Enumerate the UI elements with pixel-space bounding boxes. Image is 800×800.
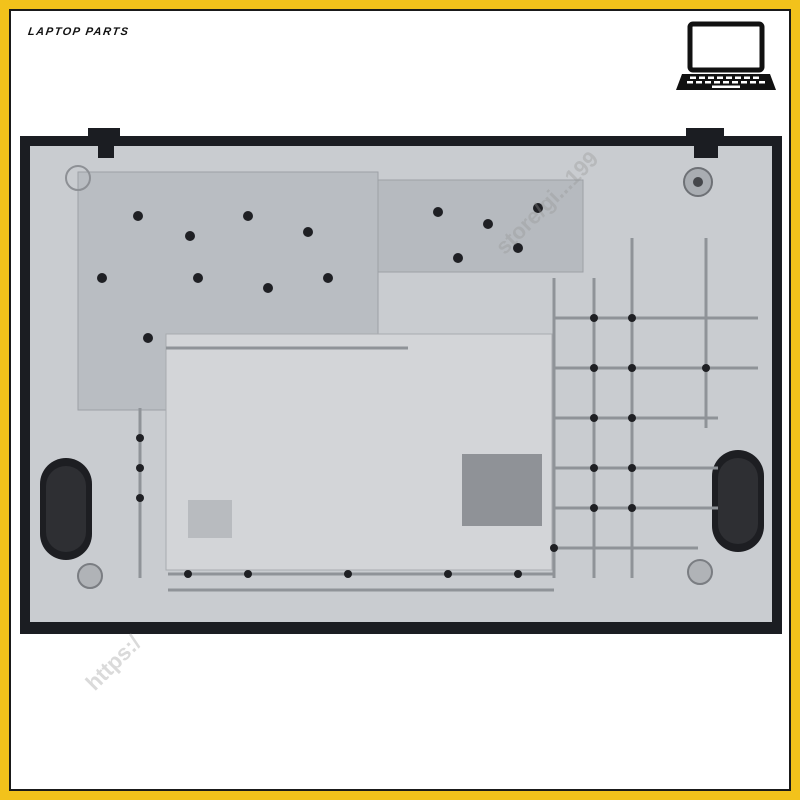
laptop-bottom-case-photo (20, 128, 782, 634)
inner-border (9, 9, 791, 791)
laptop-icon (676, 21, 776, 90)
brand-label: LAPTOP PARTS (27, 26, 131, 38)
